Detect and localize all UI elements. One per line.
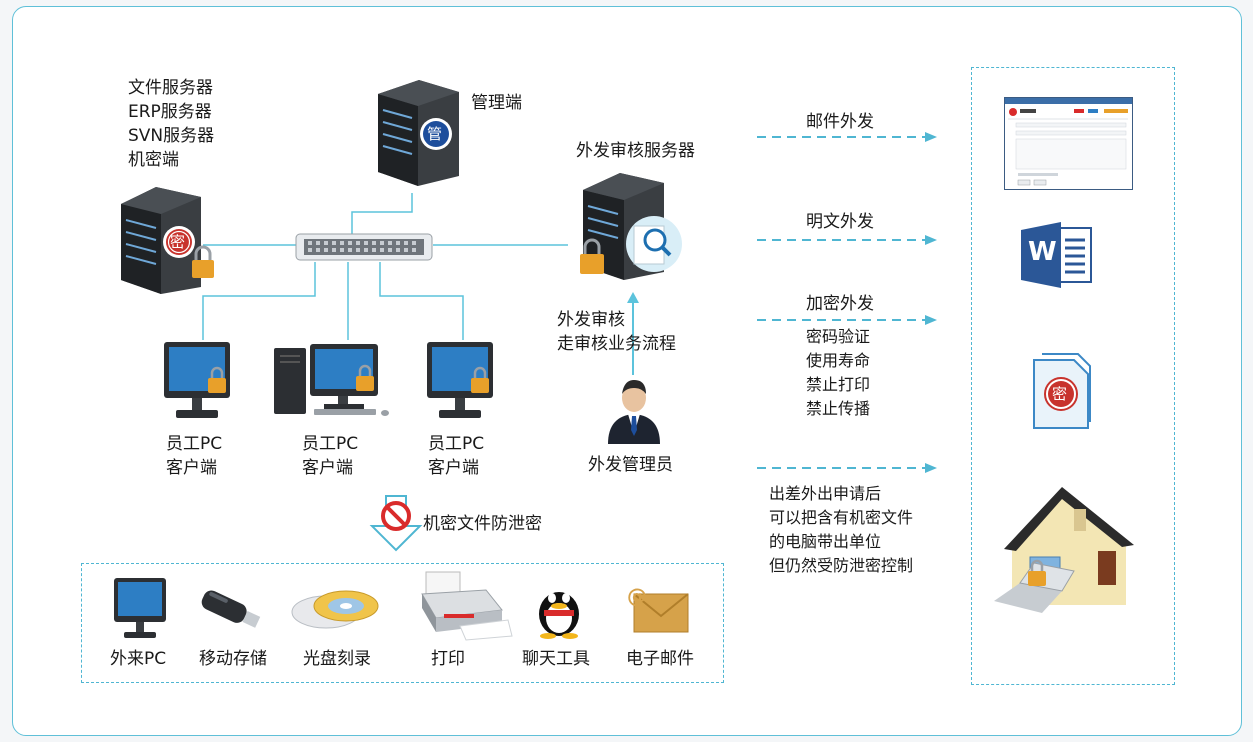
client-pc-1-icon bbox=[164, 342, 230, 418]
admin-label: 外发管理员 bbox=[588, 455, 673, 475]
encrypted-file-seal-text: 密 bbox=[1052, 385, 1068, 403]
email-at-glyph: @ bbox=[627, 584, 647, 608]
outbound-encrypted-label: 加密外发 bbox=[806, 294, 874, 314]
erp-server-label: ERP服务器 bbox=[128, 102, 212, 122]
external-pc-icon bbox=[114, 578, 166, 638]
feature-lifetime: 使用寿命 bbox=[806, 351, 871, 370]
outbound-results-box bbox=[971, 67, 1175, 685]
management-server-icon bbox=[378, 80, 459, 186]
word-letter: W bbox=[1028, 237, 1057, 267]
client-pc-2-label: 员工PC 客户端 bbox=[302, 432, 358, 480]
client-label-line1: 员工PC bbox=[428, 434, 485, 454]
email-envelope-icon bbox=[633, 593, 689, 633]
word-document-icon bbox=[1021, 222, 1092, 288]
leak-item-usb: 移动存储 bbox=[199, 649, 267, 669]
outbound-email-label: 邮件外发 bbox=[806, 112, 874, 132]
travel-line: 可以把含有机密文件 bbox=[769, 508, 914, 527]
admin-upload-arrow bbox=[627, 292, 639, 375]
travel-note: 出差外出申请后 可以把含有机密文件 的电脑带出单位 但仍然受防泄密控制 bbox=[769, 482, 913, 578]
client-label-line1: 员工PC bbox=[166, 434, 223, 454]
client-label-line2: 客户端 bbox=[302, 458, 353, 478]
travel-line: 的电脑带出单位 bbox=[769, 532, 882, 551]
encrypted-file-icon bbox=[1033, 353, 1091, 429]
client-pc-1-label: 员工PC 客户端 bbox=[166, 432, 222, 480]
house-laptop-icon bbox=[994, 487, 1134, 613]
file-server-icon bbox=[121, 187, 214, 294]
client-pc-3-icon bbox=[427, 342, 493, 418]
outbound-plain-label: 明文外发 bbox=[806, 212, 874, 232]
network-switch-icon bbox=[295, 233, 433, 261]
leak-item-print: 打印 bbox=[431, 649, 465, 669]
client-label-line1: 员工PC bbox=[302, 434, 359, 454]
leak-item-chat: 聊天工具 bbox=[522, 649, 590, 669]
file-server-labels: 文件服务器 ERP服务器 SVN服务器 机密端 bbox=[128, 76, 214, 172]
audit-process-line1: 外发审核 bbox=[557, 310, 625, 330]
admin-person-icon bbox=[608, 380, 660, 444]
feature-no-spread: 禁止传播 bbox=[806, 399, 871, 418]
audit-process-line2: 走审核业务流程 bbox=[557, 334, 676, 354]
leak-item-external-pc: 外来PC bbox=[110, 649, 167, 669]
management-label: 管理端 bbox=[471, 93, 522, 113]
leak-channels-box bbox=[81, 563, 724, 683]
travel-line: 但仍然受防泄密控制 bbox=[769, 556, 914, 575]
encrypted-features-list: 密码验证 使用寿命 禁止打印 禁止传播 bbox=[806, 325, 870, 421]
travel-line: 出差外出申请后 bbox=[769, 484, 882, 503]
leak-item-disc: 光盘刻录 bbox=[303, 649, 371, 669]
svn-server-label: SVN服务器 bbox=[128, 126, 215, 146]
leak-item-email: 电子邮件 bbox=[626, 649, 694, 669]
file-server-seal-text: 密 bbox=[170, 233, 186, 251]
feature-no-print: 禁止打印 bbox=[806, 375, 871, 394]
management-seal-text: 管 bbox=[427, 125, 443, 143]
client-label-line2: 客户端 bbox=[166, 458, 217, 478]
feature-password: 密码验证 bbox=[806, 327, 871, 346]
leak-prevention-title: 机密文件防泄密 bbox=[423, 514, 542, 534]
client-pc-2-icon bbox=[274, 344, 389, 416]
usb-storage-icon bbox=[201, 590, 261, 628]
secret-end-label: 机密端 bbox=[128, 150, 179, 170]
disc-burning-icon bbox=[291, 590, 379, 629]
chat-tool-icon bbox=[539, 592, 579, 639]
audit-server-label: 外发审核服务器 bbox=[576, 141, 695, 161]
email-client-screenshot-icon bbox=[1004, 97, 1133, 190]
audit-server-icon bbox=[580, 173, 682, 280]
file-server-label: 文件服务器 bbox=[128, 78, 213, 98]
down-arrow-icon bbox=[369, 495, 423, 552]
client-label-line2: 客户端 bbox=[428, 458, 479, 478]
printer-icon bbox=[421, 571, 513, 641]
audit-process-text: 外发审核 走审核业务流程 bbox=[557, 308, 676, 356]
client-pc-3-label: 员工PC 客户端 bbox=[428, 432, 484, 480]
